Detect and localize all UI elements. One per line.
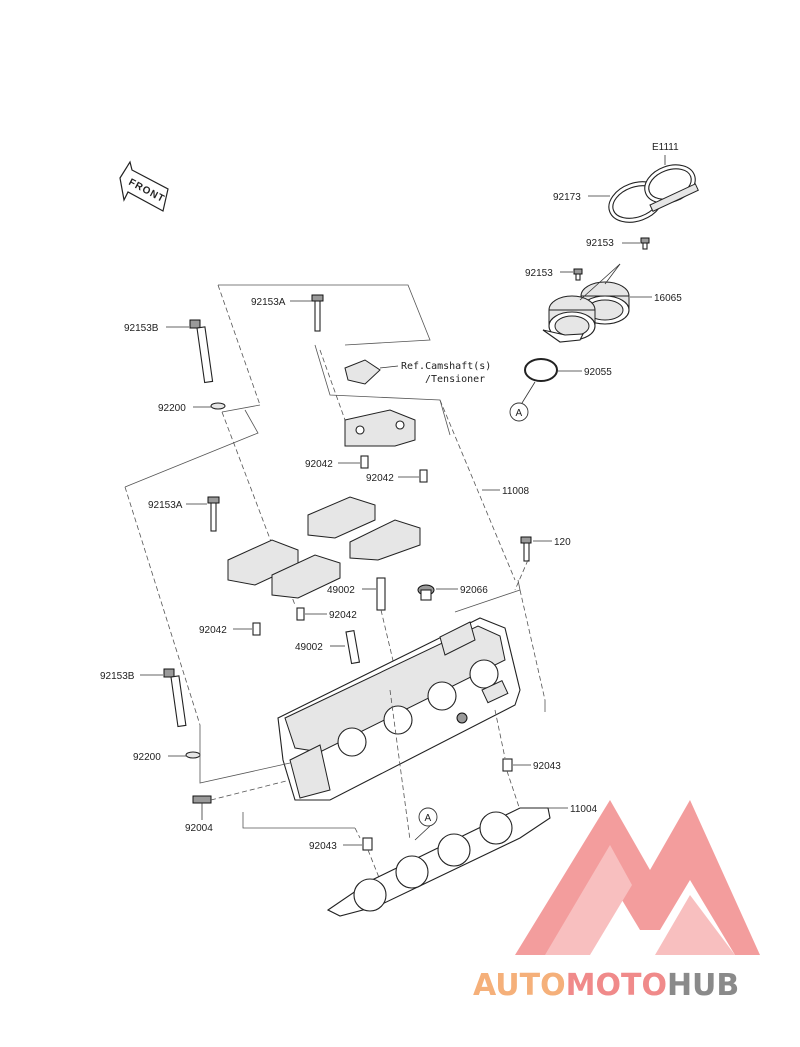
- stud-92004-icon: [192, 795, 212, 804]
- screw-part-icon: [640, 237, 650, 250]
- section-marker-a-top-label: A: [516, 408, 523, 419]
- dowel-pin-icon: [502, 758, 513, 772]
- label-92200-top: 92200: [158, 403, 186, 414]
- label-92043-a: 92043: [533, 761, 561, 772]
- watermark-part3: HUB: [667, 968, 739, 1003]
- cylinder-head-icon: [277, 617, 521, 801]
- head-gasket-icon: [326, 807, 551, 917]
- section-marker-a-bottom-label: A: [425, 813, 432, 824]
- label-92153b-bottom: 92153B: [100, 671, 135, 682]
- watermark-logo-icon: [515, 800, 760, 955]
- throttle-holder-icon: [542, 281, 630, 343]
- bolt-92153b-top-icon: [189, 319, 214, 384]
- label-92066: 92066: [460, 585, 488, 596]
- label-11008: 11008: [502, 486, 530, 497]
- label-92200-bottom: 92200: [133, 752, 161, 763]
- dowel-pin-icon: [296, 607, 305, 621]
- label-92055: 92055: [584, 367, 612, 378]
- label-120: 120: [554, 537, 571, 548]
- dowel-pin-icon: [360, 455, 369, 469]
- washer-icon: [185, 751, 201, 759]
- watermark-part2: MOTO: [566, 968, 667, 1003]
- bolt-92153a-mid-icon: [207, 496, 220, 532]
- dowel-pin-icon: [362, 837, 373, 851]
- label-49002-a: 49002: [327, 585, 355, 596]
- ref-note-line2: /Tensioner: [425, 374, 485, 385]
- section-marker-a-top: [509, 402, 529, 422]
- cam-cap-icon: [227, 496, 421, 599]
- label-92173: 92173: [553, 192, 581, 203]
- label-92042-b: 92042: [366, 473, 394, 484]
- front-arrow-icon: FRONT: [119, 160, 169, 212]
- valve-guide-icon: [376, 577, 386, 611]
- bolt-92153b-bottom-icon: [163, 668, 187, 728]
- label-92153a-mid: 92153A: [148, 500, 183, 511]
- clamp-part-icon: [608, 164, 699, 223]
- label-92153-top: 92153: [586, 238, 614, 249]
- screw-part-icon: [573, 268, 583, 281]
- plug-92066-icon: [417, 584, 435, 601]
- bolt-92153a-icon: [311, 294, 324, 332]
- label-92042-d: 92042: [199, 625, 227, 636]
- label-92153b-top: 92153B: [124, 323, 159, 334]
- label-92153a-top: 92153A: [251, 297, 286, 308]
- label-92153-mid: 92153: [525, 268, 553, 279]
- label-92042-a: 92042: [305, 459, 333, 470]
- dowel-pin-icon: [252, 622, 261, 636]
- ref-note-line1: Ref.Camshaft(s): [401, 361, 491, 372]
- label-92043-b: 92043: [309, 841, 337, 852]
- section-marker-a-bottom: [418, 807, 438, 827]
- label-92004: 92004: [185, 823, 213, 834]
- cam-cap-icon: [344, 409, 416, 447]
- watermark-part1: AUTO: [473, 968, 566, 1003]
- dowel-pin-icon: [419, 469, 428, 483]
- washer-icon: [210, 402, 226, 410]
- label-16065: 16065: [654, 293, 682, 304]
- label-11004: 11004: [570, 804, 598, 815]
- watermark-text: AUTOMOTOHUB: [473, 968, 739, 1003]
- o-ring-icon: [524, 358, 558, 382]
- valve-guide-icon: [345, 629, 361, 665]
- diagram-code: E1111: [652, 142, 679, 153]
- bolt-120-icon: [520, 536, 532, 562]
- label-49002-b: 49002: [295, 642, 323, 653]
- camshaft-bracket-icon: [344, 359, 381, 385]
- label-92042-c: 92042: [329, 610, 357, 621]
